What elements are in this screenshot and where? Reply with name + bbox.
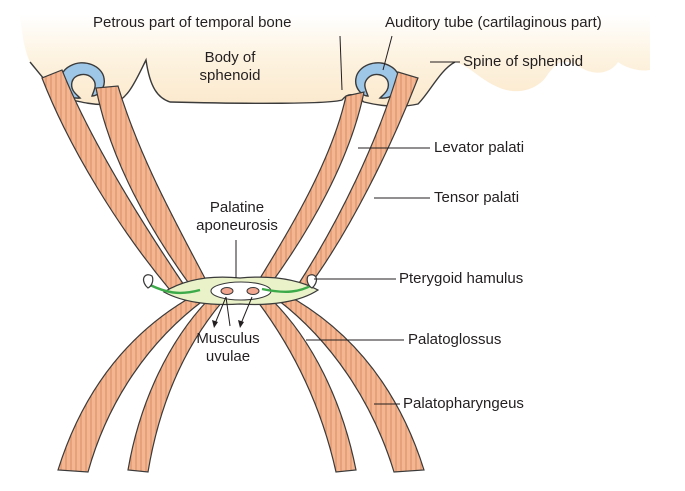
- label-musculus-uvulae: Musculus uvulae: [180, 330, 276, 366]
- label-palatine-line2: aponeurosis: [178, 217, 296, 235]
- right-musculus-uvulae: [247, 288, 259, 295]
- left-palatopharyngeus: [58, 300, 204, 472]
- left-musculus-uvulae: [221, 288, 233, 295]
- label-palatoglossus: Palatoglossus: [408, 331, 501, 349]
- label-pterygoid-hamulus: Pterygoid hamulus: [399, 270, 523, 288]
- label-auditory-tube: Auditory tube (cartilaginous part): [385, 14, 602, 32]
- label-tensor-palati: Tensor palati: [434, 189, 519, 207]
- label-spine-of-sphenoid: Spine of sphenoid: [463, 53, 583, 71]
- label-body-line1: Body of: [186, 49, 274, 67]
- left-palatoglossus: [128, 300, 222, 472]
- label-palatine-line1: Palatine: [178, 199, 296, 217]
- label-body-of-sphenoid: Body of sphenoid: [186, 49, 274, 85]
- label-palatine-aponeurosis: Palatine aponeurosis: [178, 199, 296, 235]
- label-musculus-line2: uvulae: [180, 348, 276, 366]
- leader-arrowheads: [212, 320, 244, 328]
- label-body-line2: sphenoid: [186, 67, 274, 85]
- label-petrous-temporal: Petrous part of temporal bone: [93, 14, 291, 32]
- right-levator-palati: [254, 92, 364, 288]
- label-palatopharyngeus: Palatopharyngeus: [403, 395, 524, 413]
- label-musculus-line1: Musculus: [180, 330, 276, 348]
- label-levator-palati: Levator palati: [434, 139, 524, 157]
